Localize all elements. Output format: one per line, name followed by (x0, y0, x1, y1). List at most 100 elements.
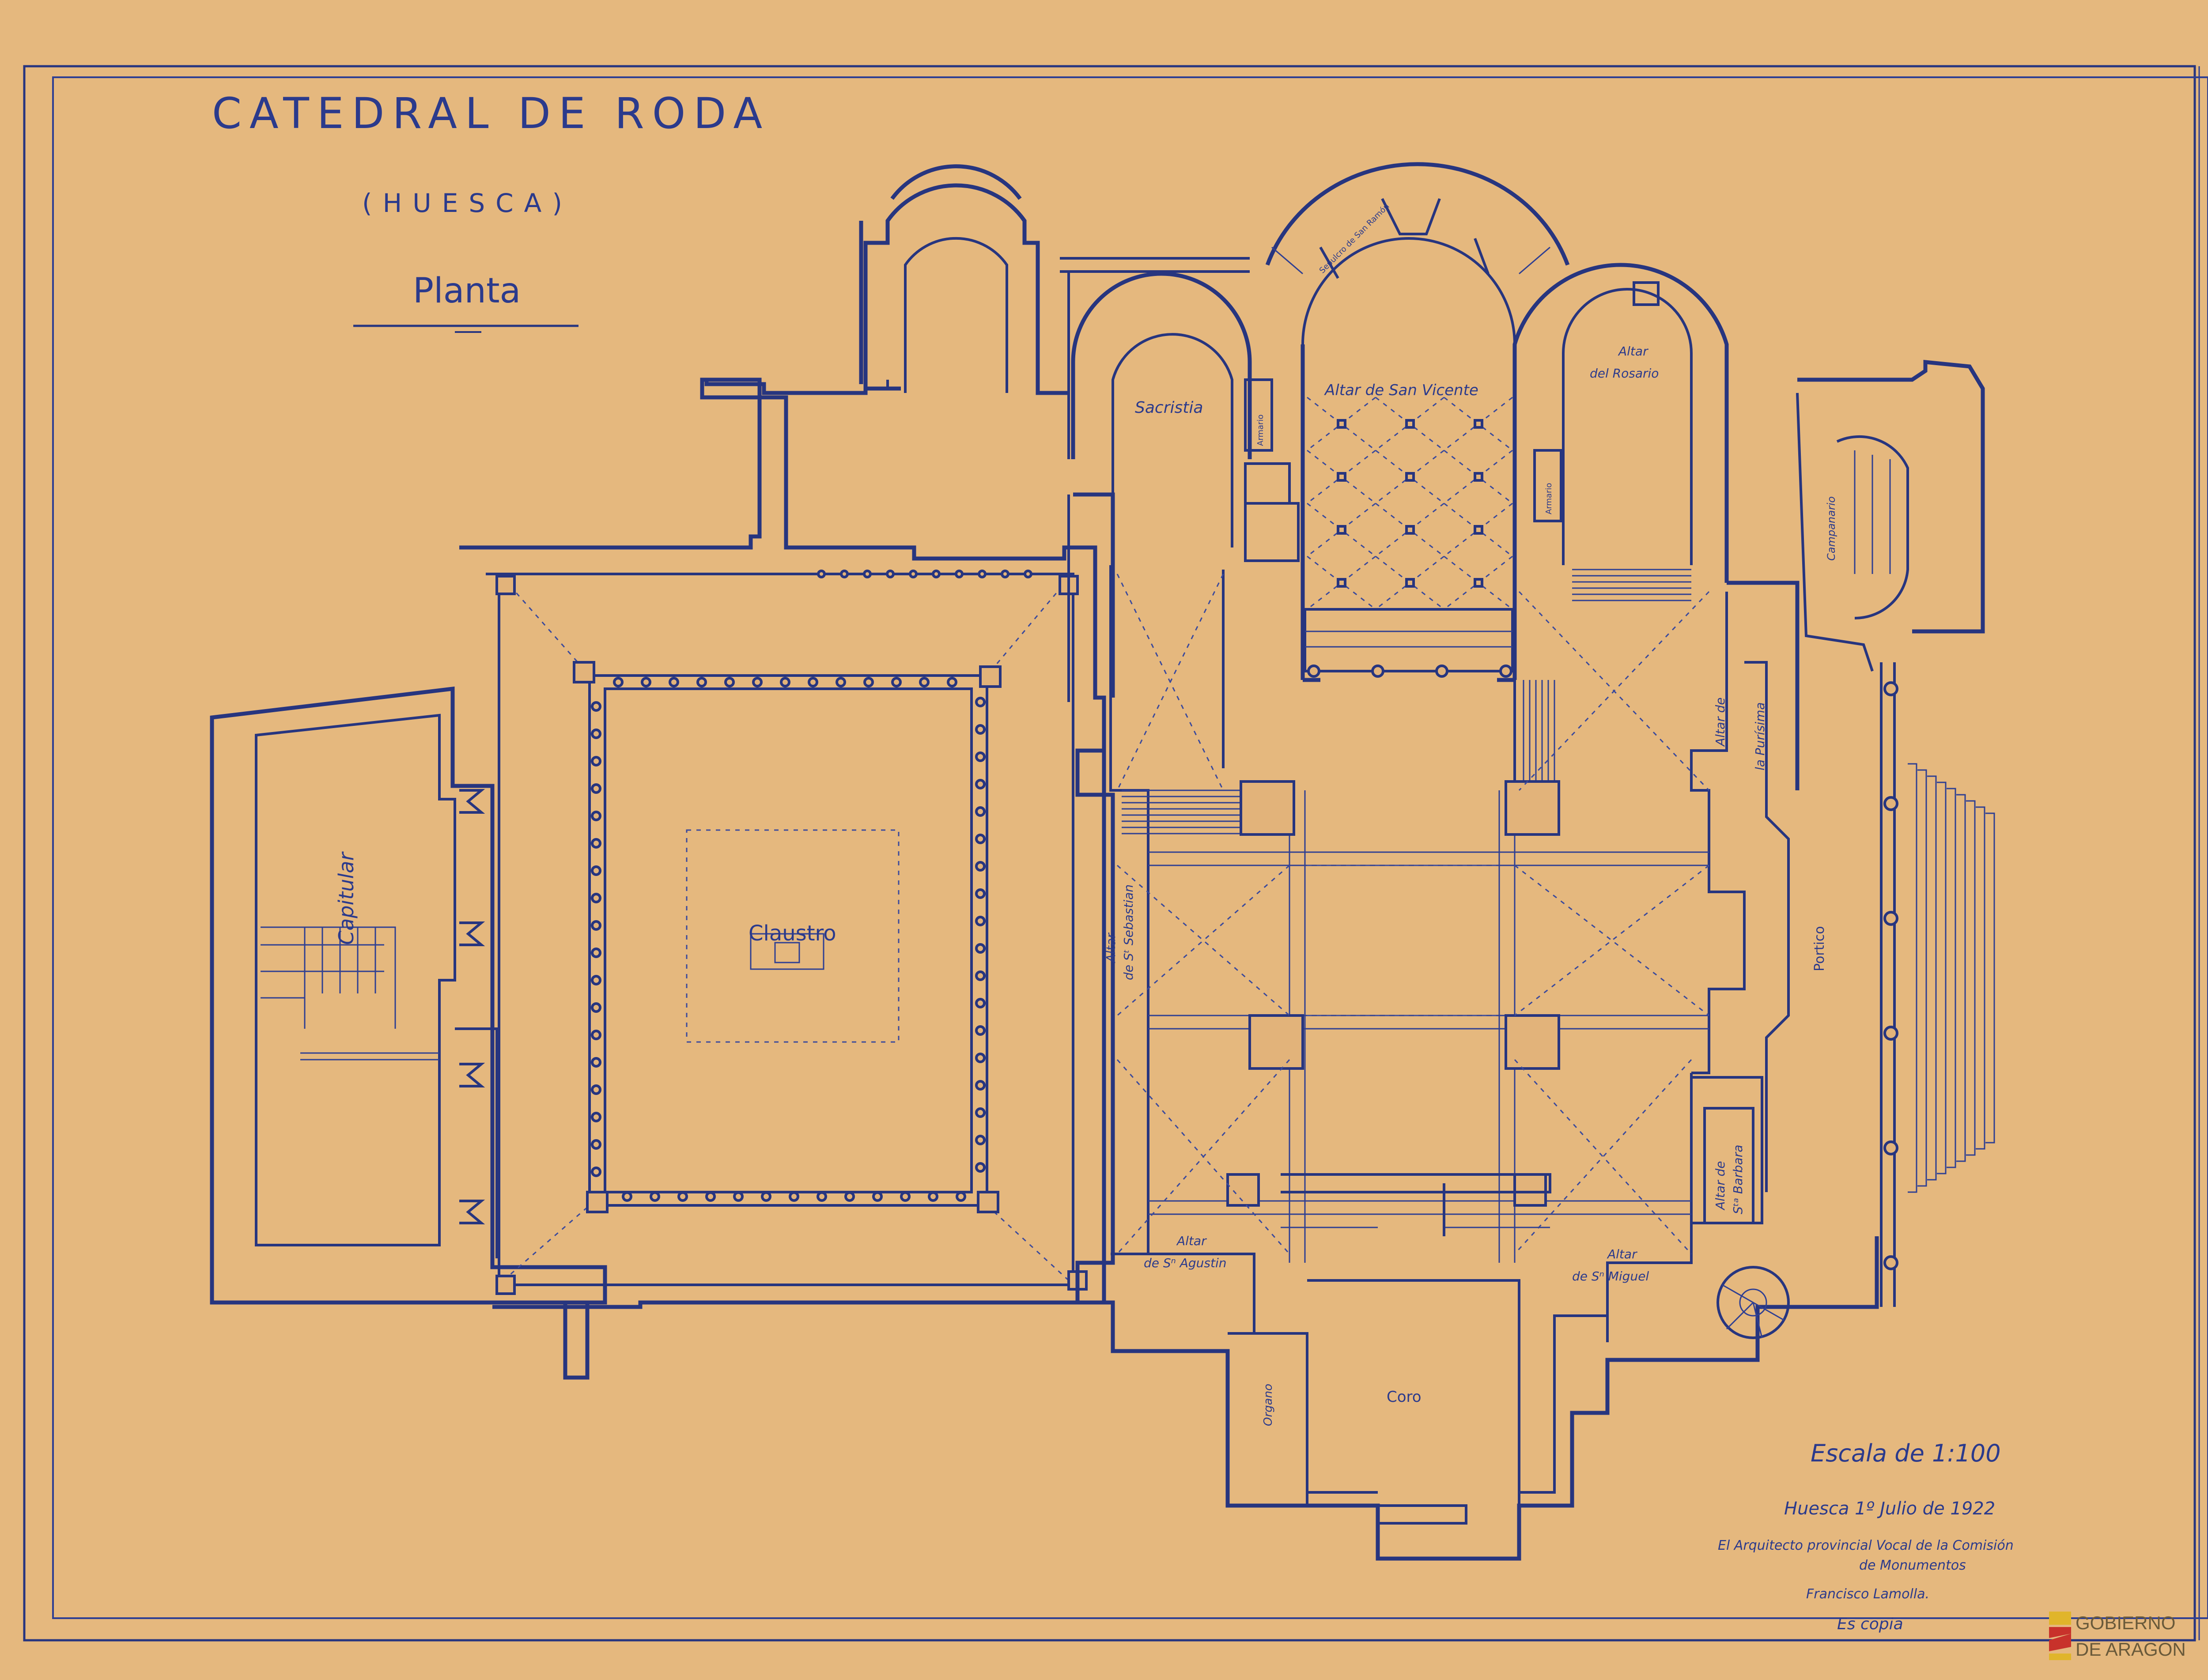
cloister-column (975, 806, 986, 817)
vault-rib (1375, 555, 1444, 610)
cloister-column (975, 834, 986, 844)
signature-name: Francisco Lamolla. (1806, 1586, 1929, 1602)
room-label-rosario-1: Altar (1618, 344, 1648, 359)
room-label-coro: Coro (1387, 1388, 1422, 1406)
vault-rib (1375, 502, 1444, 557)
vault-boss (1405, 525, 1415, 535)
cloister-column (975, 861, 986, 872)
portico-column (1883, 1255, 1898, 1270)
vault-boss (1474, 525, 1483, 535)
cloister-column (975, 888, 986, 899)
logo-line2: DE ARAGON (2076, 1639, 2186, 1660)
cloister-column (975, 1135, 986, 1145)
room-label-barbara-1: Altar de (1713, 1161, 1728, 1211)
portico-column (1883, 1140, 1898, 1155)
room-label-barbara-2: Sᵗᵃ Barbara (1731, 1145, 1745, 1214)
cloister-column (928, 1191, 938, 1202)
date-label: Huesca 1º Julio de 1922 (1784, 1499, 1995, 1519)
cloister-column (780, 677, 790, 687)
cloister-column (975, 1080, 986, 1091)
church-naves: Altar de Sᵗ Sebastian Altar de la Purísi… (1075, 547, 1879, 1561)
tower-and-portico: Campanario Portico (1716, 360, 1995, 1339)
vault-rib (1444, 502, 1513, 557)
scale-label: Escala de 1:100 (1811, 1439, 2001, 1467)
room-label-miguel-1: Altar (1607, 1247, 1637, 1261)
cloister-column (591, 1030, 601, 1040)
cloister-column (975, 970, 986, 981)
portico-step (1927, 775, 1937, 1181)
cloister-column (696, 677, 707, 687)
cloister-column (650, 1191, 660, 1202)
cloister-column (975, 779, 986, 789)
cloister-column (724, 677, 735, 687)
room-label-campanario: Campanario (1825, 496, 1837, 561)
outer-border (23, 65, 2196, 1642)
cloister-column (591, 1057, 601, 1068)
cloister-column (975, 697, 986, 707)
cloister-column (591, 701, 601, 712)
arcade-column (817, 570, 826, 578)
cloister-column (641, 677, 651, 687)
cloister-column (733, 1191, 744, 1202)
cloister-column (919, 677, 930, 687)
arcade-column (840, 570, 849, 578)
cloister-column (817, 1191, 827, 1202)
room-label-purisima-1: Altar de (1713, 698, 1728, 747)
room-label-armario1: Armario (1256, 415, 1265, 446)
cloister-column (900, 1191, 911, 1202)
cloister-column (591, 838, 601, 849)
cloister-column (947, 677, 957, 687)
vault-rib (1307, 502, 1376, 557)
cloister-column (872, 1191, 883, 1202)
vault-boss (1337, 419, 1346, 429)
cloister-column (591, 920, 601, 931)
cloister-column (975, 751, 986, 762)
arcade-column (932, 570, 941, 578)
cloister-column (975, 1025, 986, 1036)
cloister-column (808, 677, 818, 687)
vault-rib (1444, 396, 1513, 451)
cloister-column (591, 1112, 601, 1122)
arcade-column (886, 570, 895, 578)
cloister: Claustro (459, 378, 1106, 1309)
view-label: Planta (413, 271, 521, 311)
vault-boss (1474, 419, 1483, 429)
cloister-column (789, 1191, 799, 1202)
room-label-capitular: Capitular (334, 851, 358, 945)
vault-boss (1337, 578, 1346, 588)
cloister-column (752, 677, 763, 687)
cloister-column (975, 943, 986, 954)
room-label-agustin-1: Altar (1176, 1234, 1207, 1248)
portico-step (1976, 806, 1985, 1150)
cloister-column (836, 677, 846, 687)
north-chapel (704, 164, 1250, 702)
arcade-column (955, 570, 964, 578)
portico-column (1883, 911, 1898, 926)
vault-rib (1307, 449, 1376, 504)
cloister-column (975, 1107, 986, 1118)
vault-boss (1474, 472, 1483, 482)
room-label-agustin-2: de Sⁿ Agustin (1144, 1256, 1227, 1270)
signature-line1: El Arquitecto provincial Vocal de la Com… (1718, 1538, 2014, 1553)
cloister-column (975, 724, 986, 735)
arcade-column (1001, 570, 1009, 578)
drawing-title: CATEDRAL DE RODA (212, 89, 770, 138)
room-label-sebastian-1: Altar (1104, 932, 1118, 963)
vault-rib (1375, 396, 1444, 451)
portico-step (1947, 788, 1956, 1168)
drawing-subtitle: (HUESCA) (362, 188, 573, 218)
cloister-column (591, 948, 601, 958)
copy-note: Es copia (1837, 1615, 1903, 1633)
room-label-portico: Portico (1812, 926, 1827, 971)
vault-boss (1405, 578, 1415, 588)
cloister-column (591, 783, 601, 794)
gobierno-aragon-logo: GOBIERNO DE ARAGON (2049, 1612, 2186, 1660)
cloister-column (622, 1191, 632, 1202)
vault-rib (1307, 555, 1376, 610)
cloister-column (591, 756, 601, 766)
cloister-column (677, 1191, 688, 1202)
cloister-column (975, 916, 986, 926)
vault-rib (1307, 396, 1376, 451)
cloister-column (761, 1191, 771, 1202)
room-label-claustro: Claustro (749, 921, 836, 946)
